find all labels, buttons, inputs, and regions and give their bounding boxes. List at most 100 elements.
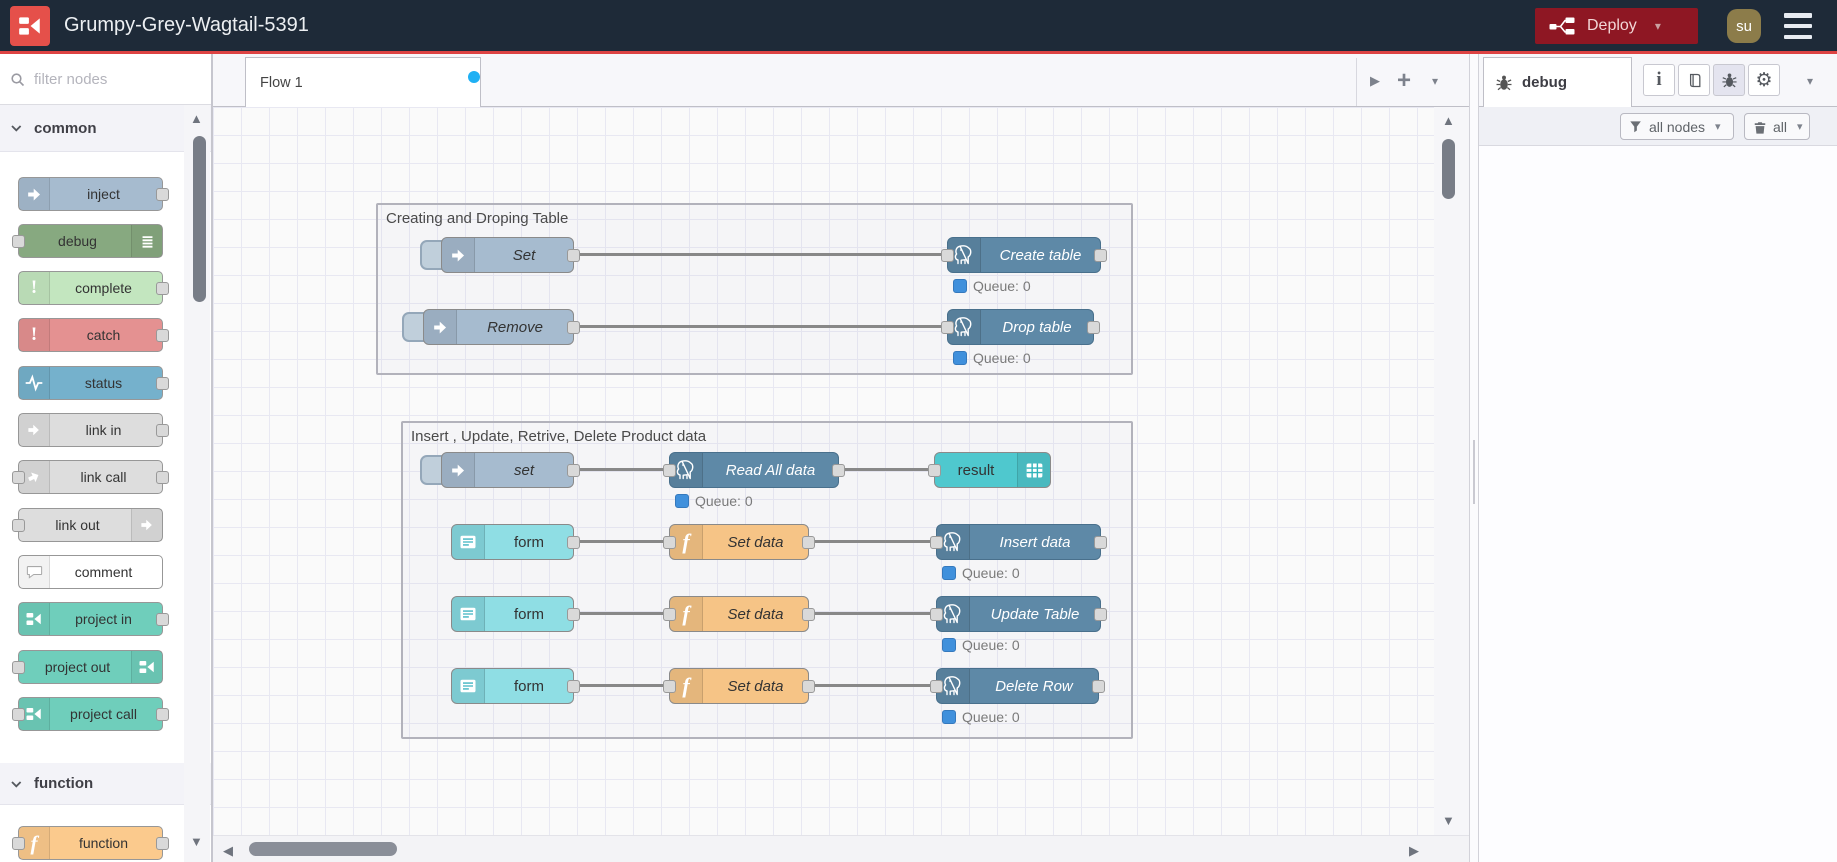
palette-node-link-out[interactable]: link out (12, 508, 163, 542)
node-output-port[interactable] (832, 464, 845, 477)
node-output-port[interactable] (156, 424, 169, 437)
node-input-port[interactable] (941, 321, 954, 334)
node-output-port[interactable] (567, 680, 580, 693)
node-output-port[interactable] (1087, 321, 1100, 334)
node-output-port[interactable] (156, 282, 169, 295)
sidebar-resize-handle[interactable] (1469, 54, 1479, 862)
node-output-port[interactable] (567, 249, 580, 262)
debug-messages-panel[interactable] (1479, 146, 1837, 862)
flow-node-insert-data[interactable]: Insert data (930, 524, 1107, 560)
node-output-port[interactable] (567, 536, 580, 549)
node-input-port[interactable] (928, 464, 941, 477)
node-output-port[interactable] (156, 471, 169, 484)
flow-list-chevron-icon[interactable]: ▾ (1431, 73, 1439, 88)
palette-category-common[interactable]: common (0, 105, 211, 152)
node-output-port[interactable] (156, 708, 169, 721)
wire[interactable] (565, 325, 955, 328)
flow-node-form[interactable]: form (451, 668, 580, 704)
palette-node-status[interactable]: status (18, 366, 169, 400)
flow-node-result-table[interactable]: result (928, 452, 1051, 488)
node-input-port[interactable] (930, 536, 943, 549)
node-output-port[interactable] (802, 680, 815, 693)
flow-node-inject-set2[interactable]: set (441, 452, 580, 488)
node-output-port[interactable] (1092, 680, 1105, 693)
wire[interactable] (801, 612, 943, 615)
palette-node-debug[interactable]: debug (12, 224, 163, 258)
flow-node-inject-set[interactable]: Set (441, 237, 580, 273)
wire[interactable] (565, 253, 955, 256)
node-output-port[interactable] (156, 613, 169, 626)
node-output-port[interactable] (156, 329, 169, 342)
palette-node-catch[interactable]: ! catch (18, 318, 169, 352)
palette-node-project-out[interactable]: project out (12, 650, 163, 684)
node-input-port[interactable] (930, 680, 943, 693)
node-input-port[interactable] (930, 608, 943, 621)
palette-node-comment[interactable]: comment (18, 555, 163, 589)
node-output-port[interactable] (156, 188, 169, 201)
flow-node-inject-remove[interactable]: Remove (423, 309, 580, 345)
user-avatar[interactable]: su (1727, 9, 1761, 43)
flow-node-delete-row[interactable]: Delete Row (930, 668, 1105, 704)
wire[interactable] (831, 468, 941, 471)
palette-scroll-up-icon[interactable]: ▲ (190, 111, 203, 126)
node-input-port[interactable] (663, 464, 676, 477)
flow-node-form[interactable]: form (451, 596, 580, 632)
node-input-port[interactable] (663, 680, 676, 693)
palette-node-link-in[interactable]: link in (18, 413, 169, 447)
node-input-port[interactable] (663, 536, 676, 549)
canvas-hscrollbar-thumb[interactable] (249, 842, 397, 856)
sidebar-options-chevron-icon[interactable]: ▾ (1807, 73, 1814, 88)
wire[interactable] (801, 540, 943, 543)
node-input-port[interactable] (12, 519, 25, 532)
node-output-port[interactable] (1094, 608, 1107, 621)
flow-node-drop-table[interactable]: Drop table (941, 309, 1100, 345)
tab-scroll-right-icon[interactable]: ▶ (1370, 72, 1380, 88)
node-input-port[interactable] (663, 608, 676, 621)
node-output-port[interactable] (567, 321, 580, 334)
node-input-port[interactable] (12, 661, 25, 674)
canvas-scroll-right-icon[interactable]: ▶ (1409, 843, 1419, 858)
palette-node-inject[interactable]: inject (18, 177, 169, 211)
wire[interactable] (565, 468, 675, 471)
canvas-scroll-left-icon[interactable]: ◀ (223, 843, 233, 858)
palette-scroll-down-icon[interactable]: ▼ (190, 834, 203, 849)
node-output-port[interactable] (1094, 249, 1107, 262)
palette-category-function[interactable]: function (0, 763, 211, 805)
node-output-port[interactable] (567, 464, 580, 477)
palette-search-input[interactable] (32, 69, 186, 89)
canvas-vscrollbar-thumb[interactable] (1442, 139, 1455, 199)
wire[interactable] (565, 612, 675, 615)
flow-node-read-all-data[interactable]: Read All data (663, 452, 845, 488)
add-flow-icon[interactable]: + (1396, 66, 1411, 94)
debug-filter-button[interactable]: all nodes ▾ (1620, 113, 1734, 140)
wire[interactable] (565, 540, 675, 543)
node-output-port[interactable] (802, 536, 815, 549)
flow-node-create-table[interactable]: Create table (941, 237, 1107, 273)
canvas-scroll-up-icon[interactable]: ▲ (1442, 113, 1455, 128)
node-output-port[interactable] (802, 608, 815, 621)
debug-clear-button[interactable]: all ▾ (1744, 113, 1810, 140)
tab-flow-1[interactable]: Flow 1 (245, 57, 481, 107)
node-input-port[interactable] (12, 837, 25, 850)
node-input-port[interactable] (941, 249, 954, 262)
node-input-port[interactable] (12, 708, 25, 721)
palette-node-function[interactable]: f function (12, 826, 169, 860)
main-menu-icon[interactable] (1784, 13, 1812, 39)
help-panel-button[interactable] (1678, 64, 1710, 96)
wire[interactable] (801, 684, 943, 687)
node-output-port[interactable] (156, 837, 169, 850)
tab-debug[interactable]: debug (1483, 57, 1632, 107)
canvas-scroll-down-icon[interactable]: ▼ (1442, 813, 1455, 828)
wire[interactable] (565, 684, 675, 687)
flow-canvas[interactable]: Creating and Droping Table Insert , Upda… (213, 107, 1470, 835)
config-panel-button[interactable]: ⚙ (1748, 64, 1780, 96)
palette-node-project-call[interactable]: project call (12, 697, 169, 731)
flow-node-set-data[interactable]: f Set data (663, 524, 815, 560)
node-input-port[interactable] (12, 471, 25, 484)
flow-node-form[interactable]: form (451, 524, 580, 560)
deploy-options-chevron-icon[interactable]: ▾ (1654, 19, 1661, 33)
palette-node-link-call[interactable]: link call (12, 460, 169, 494)
node-input-port[interactable] (12, 235, 25, 248)
flow-node-update-table[interactable]: Update Table (930, 596, 1107, 632)
flow-node-set-data[interactable]: f Set data (663, 596, 815, 632)
